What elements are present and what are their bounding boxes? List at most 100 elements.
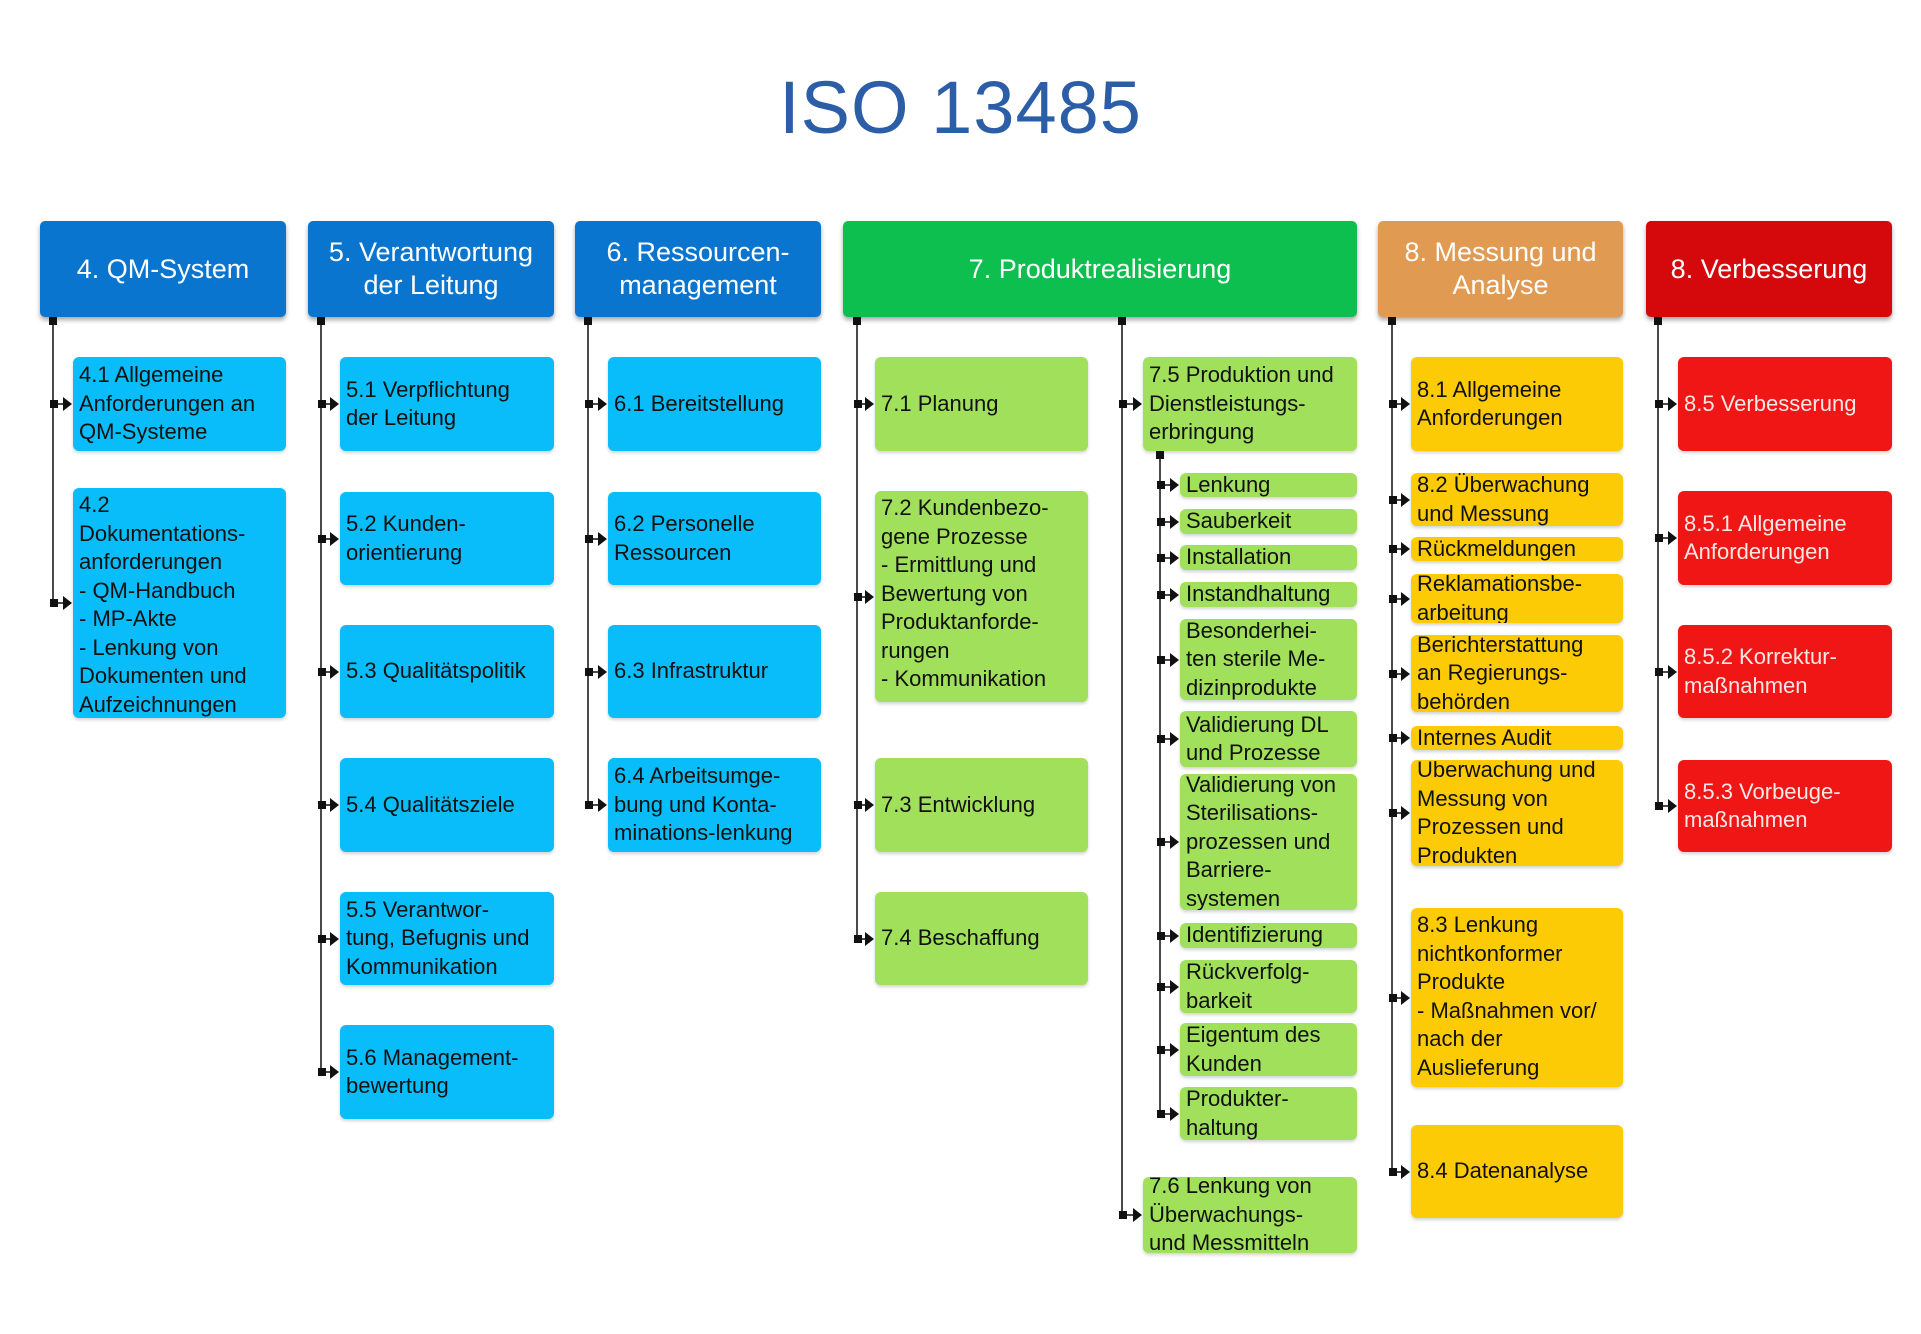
column-5-item-1[interactable]: 8.1 Allgemeine Anforderungen: [1411, 357, 1623, 451]
column-1-item-1[interactable]: 4.1 Allgemeine Anforderungen an QM-Syste…: [73, 357, 286, 451]
column-1-tree-root-dot: [49, 317, 57, 325]
production-subitem-2[interactable]: Sauberkeit: [1180, 509, 1357, 534]
column-6-item-4[interactable]: 8.5.3 Vorbeuge- maßnahmen: [1678, 760, 1892, 852]
column-header-3[interactable]: 6. Ressourcen- management: [575, 221, 821, 317]
column-5-item-2[interactable]: 8.2 Überwachung und Messung: [1411, 473, 1623, 526]
column-3-item-2[interactable]: 6.2 Personelle Ressourcen: [608, 492, 821, 585]
column-4-item-3[interactable]: 7.3 Entwicklung: [875, 758, 1088, 852]
column-5-item-9-connector: [1392, 1170, 1408, 1173]
column-1-item-2-connector-dot: [50, 599, 58, 607]
column-4-item-4[interactable]: 7.4 Beschaffung: [875, 892, 1088, 985]
column-5-item-6-connector-dot: [1389, 734, 1397, 742]
column-2-item-6[interactable]: 5.6 Management- bewertung: [340, 1025, 554, 1119]
column-5-item-9-label: 8.4 Datenanalyse: [1417, 1158, 1589, 1184]
column-header-4[interactable]: 7. Produktrealisierung: [843, 221, 1357, 317]
production-subitem-5-arrow-icon: [1170, 652, 1179, 667]
production-subitem-9-connector-dot: [1157, 982, 1165, 991]
column-2-item-3-connector: [321, 670, 337, 673]
column-4-item-1[interactable]: 7.1 Planung: [875, 357, 1088, 451]
production-subitem-6[interactable]: Validierung DL und Prozesse: [1180, 711, 1357, 767]
column-4-item-2[interactable]: 7.2 Kundenbezo- gene Prozesse - Ermittlu…: [875, 491, 1088, 702]
column-2-item-5[interactable]: 5.5 Verantwor- tung, Befugnis und Kommun…: [340, 892, 554, 985]
production-subitem-10[interactable]: Eigentum des Kunden: [1180, 1023, 1357, 1076]
production-subitem-7-arrow-icon: [1170, 835, 1179, 849]
column-header-5[interactable]: 8. Messung und Analyse: [1378, 221, 1623, 317]
column-5-item-4-label: Reklamationsbe- arbeitung: [1417, 574, 1583, 623]
column-7b-item-1[interactable]: 7.5 Produktion und Dienstleistungs- erbr…: [1143, 357, 1357, 451]
column-5-item-8[interactable]: 8.3 Lenkung nichtkonformer Produkte - Ma…: [1411, 908, 1623, 1087]
column-2-item-3[interactable]: 5.3 Qualitätspolitik: [340, 625, 554, 718]
production-subitem-9[interactable]: Rückverfolg- barkeit: [1180, 960, 1357, 1013]
production-subitem-9-connector: [1160, 985, 1177, 988]
column-5-item-3-label: Rückmeldungen: [1417, 537, 1576, 561]
production-subitem-5[interactable]: Besonderhei- ten sterile Me- dizinproduk…: [1180, 619, 1357, 700]
column-5-item-4[interactable]: Reklamationsbe- arbeitung: [1411, 574, 1623, 623]
production-subitem-11-connector: [1160, 1112, 1177, 1115]
column-5-item-2-arrow-icon: [1401, 492, 1410, 507]
column-5-item-5[interactable]: Berichterstattung an Regierungs- behörde…: [1411, 635, 1623, 712]
column-6-item-1[interactable]: 8.5 Verbesserung: [1678, 357, 1892, 451]
column-6-item-3-label: 8.5.2 Korrektur- maßnahmen: [1684, 644, 1837, 698]
column-3-item-4[interactable]: 6.4 Arbeitsumge- bung und Konta- minatio…: [608, 758, 821, 852]
column-4-item-1-label: 7.1 Planung: [881, 390, 999, 416]
column-5-item-4-arrow-icon: [1401, 591, 1410, 606]
production-subitem-5-connector: [1160, 658, 1177, 661]
production-subitem-3[interactable]: Installation: [1180, 545, 1357, 570]
column-2-item-1[interactable]: 5.1 Verpflichtung der Leitung: [340, 357, 554, 451]
column-1-item-2[interactable]: 4.2 Dokumentations- anforderungen - QM-H…: [73, 488, 286, 718]
production-subitem-7[interactable]: Validierung von Sterilisations- prozesse…: [1180, 774, 1357, 910]
column-5-item-7[interactable]: Überwachung und Messung von Prozessen un…: [1411, 760, 1623, 866]
column-7b-item-2-connector: [1122, 1214, 1140, 1216]
production-subitem-7-connector-dot: [1157, 838, 1165, 846]
column-header-label: 6. Ressourcen- management: [606, 237, 790, 300]
column-6-item-1-arrow-icon: [1668, 397, 1677, 411]
production-subitem-4[interactable]: Instandhaltung: [1180, 582, 1357, 607]
column-5-item-6-arrow-icon: [1401, 731, 1410, 745]
column-2-item-4[interactable]: 5.4 Qualitätsziele: [340, 758, 554, 852]
column-6-item-1-connector-dot: [1655, 400, 1663, 408]
production-subitem-5-connector-dot: [1157, 655, 1165, 664]
column-5-item-2-connector-dot: [1389, 495, 1397, 504]
production-subitem-1[interactable]: Lenkung: [1180, 473, 1357, 497]
column-4-item-4-connector-dot: [854, 934, 862, 943]
column-3-item-1[interactable]: 6.1 Bereitstellung: [608, 357, 821, 451]
column-3-item-3[interactable]: 6.3 Infrastruktur: [608, 625, 821, 718]
column-5-item-9-connector-dot: [1389, 1167, 1397, 1176]
production-subitem-4-connector-dot: [1157, 590, 1165, 599]
production-subitem-11[interactable]: Produkter- haltung: [1180, 1087, 1357, 1140]
column-3-item-2-connector-dot: [585, 534, 593, 543]
column-5-item-3-connector: [1392, 548, 1408, 550]
production-subtree-line: [1159, 451, 1161, 1114]
column-2-item-5-arrow-icon: [330, 931, 339, 946]
column-1-item-1-arrow-icon: [63, 397, 72, 411]
production-subitem-10-arrow-icon: [1170, 1042, 1179, 1057]
column-header-label: 5. Verantwortung der Leitung: [328, 237, 534, 300]
column-4-item-2-label: 7.2 Kundenbezo- gene Prozesse - Ermittlu…: [881, 495, 1049, 691]
column-header-2[interactable]: 5. Verantwortung der Leitung: [308, 221, 554, 317]
column-7b-item-2[interactable]: 7.6 Lenkung von Überwachungs- und Messmi…: [1143, 1177, 1357, 1253]
column-header-1[interactable]: 4. QM-System: [40, 221, 286, 317]
column-5-item-6-label: Internes Audit: [1417, 726, 1552, 750]
column-2-item-3-label: 5.3 Qualitätspolitik: [346, 658, 526, 684]
column-2-item-1-connector-dot: [318, 400, 326, 408]
column-5-item-4-connector: [1392, 597, 1408, 600]
column-2-item-2-arrow-icon: [330, 531, 339, 546]
production-subitem-8[interactable]: Identifizierung: [1180, 923, 1357, 948]
column-header-6[interactable]: 8. Verbesserung: [1646, 221, 1892, 317]
production-subitem-7-connector: [1160, 841, 1177, 843]
column-2-tree-root-dot: [317, 317, 325, 325]
production-subitem-6-connector: [1160, 738, 1177, 740]
column-4-item-3-connector-dot: [854, 801, 862, 809]
production-subitem-8-connector: [1160, 934, 1177, 937]
column-2-item-2[interactable]: 5.2 Kunden- orientierung: [340, 492, 554, 585]
column-3-item-2-arrow-icon: [598, 531, 607, 546]
column-6-item-3[interactable]: 8.5.2 Korrektur- maßnahmen: [1678, 625, 1892, 718]
production-subitem-8-label: Identifizierung: [1186, 923, 1323, 948]
column-6-item-2[interactable]: 8.5.1 Allgemeine Anforderungen: [1678, 491, 1892, 585]
column-1-item-2-connector: [53, 602, 70, 604]
column-5-item-3[interactable]: Rückmeldungen: [1411, 537, 1623, 561]
production-subtree-root-dot: [1156, 451, 1164, 459]
column-header-label: 4. QM-System: [76, 253, 250, 284]
column-5-item-9[interactable]: 8.4 Datenanalyse: [1411, 1125, 1623, 1218]
column-5-item-6[interactable]: Internes Audit: [1411, 726, 1623, 750]
